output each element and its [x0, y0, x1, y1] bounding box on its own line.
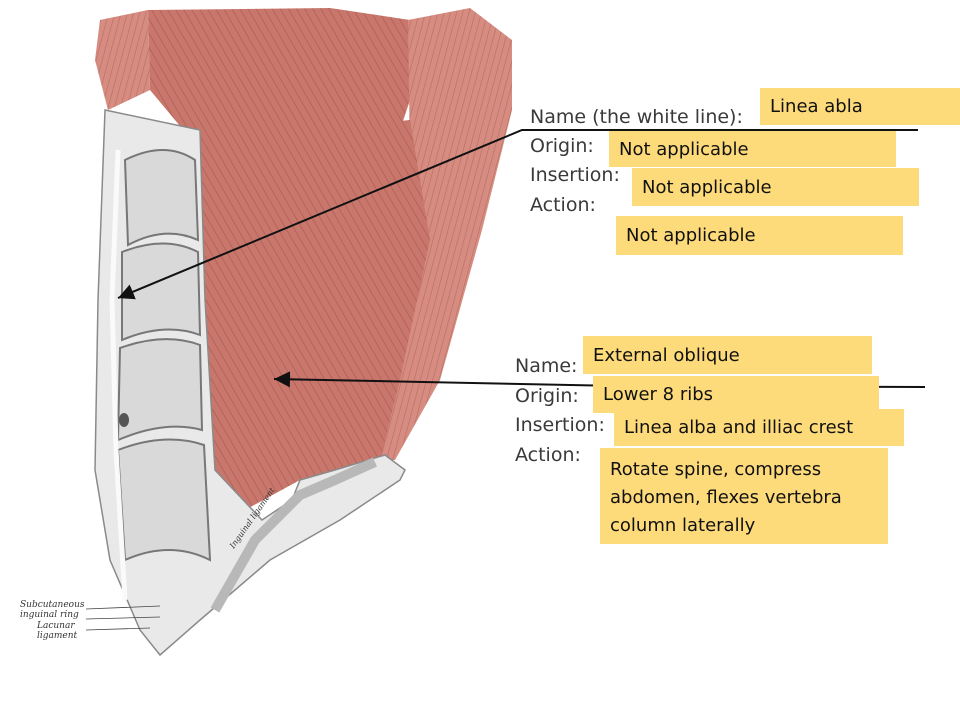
bottom-name-label: Name:: [515, 355, 578, 377]
bottom-origin-label: Origin:: [515, 385, 579, 407]
umbilicus: [119, 413, 129, 427]
upper-muscle-mass: [148, 8, 420, 150]
bottom-action-label: Action:: [515, 444, 581, 466]
anatomy-label-subcutaneous: Subcutaneous: [20, 600, 85, 610]
anatomy-leader-lines: [85, 605, 161, 631]
anatomy-label-lacunar: Lacunar: [37, 621, 75, 631]
bottom-insertion-answer: Linea alba and illiac crest: [614, 409, 904, 446]
anatomy-label-ligament: ligament: [37, 631, 78, 641]
rectus-abdominis-segments: [116, 149, 212, 562]
bottom-origin-answer: Lower 8 ribs: [593, 376, 879, 413]
top-origin-answer: Not applicable: [609, 131, 896, 167]
top-origin-label: Origin:: [530, 135, 594, 157]
linea-alba: [109, 149, 128, 601]
top-pointer-arrow: [117, 129, 918, 300]
top-name-label: Name (the white line):: [530, 106, 743, 128]
top-name-answer: Linea abla: [760, 88, 960, 125]
upper-chest-muscle: [95, 10, 150, 110]
external-oblique-muscle: [195, 120, 430, 510]
top-insertion-label: Insertion:: [530, 164, 620, 186]
bottom-action-answer: Rotate spine, compress abdomen, flexes v…: [600, 448, 888, 544]
top-insertion-answer: Not applicable: [632, 168, 919, 206]
top-action-label: Action:: [530, 194, 596, 216]
bottom-insertion-label: Insertion:: [515, 414, 605, 436]
top-action-answer: Not applicable: [616, 216, 903, 255]
anatomy-label-inguinal-ring: inguinal ring: [20, 610, 79, 620]
inguinal-ligament: [210, 457, 378, 613]
bottom-name-answer: External oblique: [583, 336, 872, 374]
